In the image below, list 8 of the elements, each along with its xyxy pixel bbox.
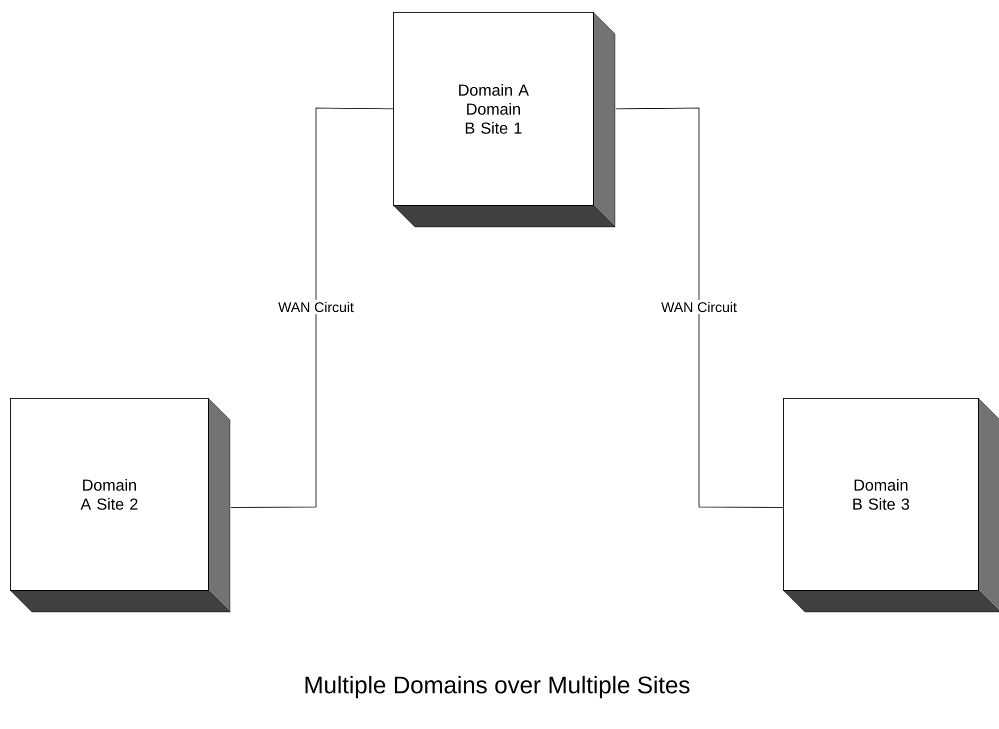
edge-label: WAN Circuit — [276, 300, 356, 314]
caption: Multiple Domains over Multiple Sites — [306, 676, 690, 698]
edge-label: WAN Circuit — [659, 300, 739, 314]
connector-line — [615, 108, 784, 508]
server-box: Domain A Domain B Site 1 — [392, 12, 616, 228]
server-box: Domain B Site 3 — [782, 398, 999, 612]
connector-line — [230, 108, 394, 508]
server-box: Domain A Site 2 — [10, 398, 230, 612]
